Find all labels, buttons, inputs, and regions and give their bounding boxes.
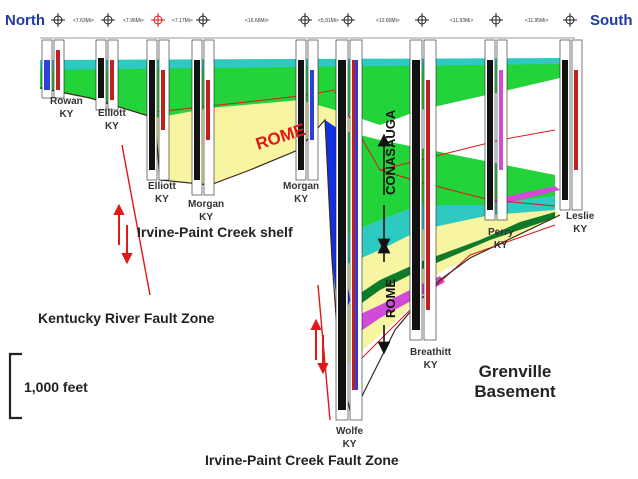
distance-7: <11.93Mi> [450,18,474,24]
well-log-morgan-1 [191,39,215,196]
well-label-elliott-1: Elliott KY [98,108,126,132]
well-log-elliott-2 [146,39,170,181]
north-label: North [5,12,45,29]
south-label: South [590,12,633,29]
well-log-leslie [559,39,583,211]
well-symbols [51,13,577,27]
well-label-perry: Perry KY [488,227,514,251]
scale-bar [8,352,22,420]
well-label-breathitt: Breathitt KY [410,347,452,371]
well-log-wolfe [335,39,363,421]
well-log-elliott-1 [95,39,119,111]
basal-green [350,212,555,310]
kentucky-river-fault-label: Kentucky River Fault Zone [38,310,215,326]
conasauga-label: CONASAUGA [383,109,398,195]
well-log-perry [484,39,508,221]
shelf-label: Irvine-Paint Creek shelf [137,224,293,240]
well-log-morgan-2 [295,39,319,181]
fault-offset-arrows [113,203,329,375]
kentucky-river-fault [121,144,151,296]
distance-8: <11.95Mi> [525,18,549,24]
magenta-unit [490,186,560,205]
well-label-elliott-2: Elliott KY [148,181,176,205]
well-label-morgan-1: Morgan KY [188,199,225,223]
distance-1: <7.63Mi> [73,18,94,24]
well-log-rowan [41,39,65,99]
distance-2: <7.96Mi> [123,18,144,24]
conasauga-green [340,130,555,235]
well-label-leslie: Leslie KY [566,211,595,235]
basement-label: Grenville Basement [474,362,556,401]
rome-trough-label: ROME [383,279,398,318]
distance-6: <12.60Mi> [376,18,400,24]
irvine-paint-creek-fault-label: Irvine-Paint Creek Fault Zone [205,452,399,468]
well-log-breathitt [409,39,437,341]
well-label-wolfe: Wolfe KY [336,426,364,450]
scale-label: 1,000 feet [24,379,88,395]
distance-4: <16.66Mi> [245,18,269,24]
distance-3: <7.17Mi> [172,18,193,24]
well-label-morgan-2: Morgan KY [283,181,320,205]
distance-5: <5.91Mi> [318,18,339,24]
well-label-rowan: Rowan KY [50,96,83,120]
